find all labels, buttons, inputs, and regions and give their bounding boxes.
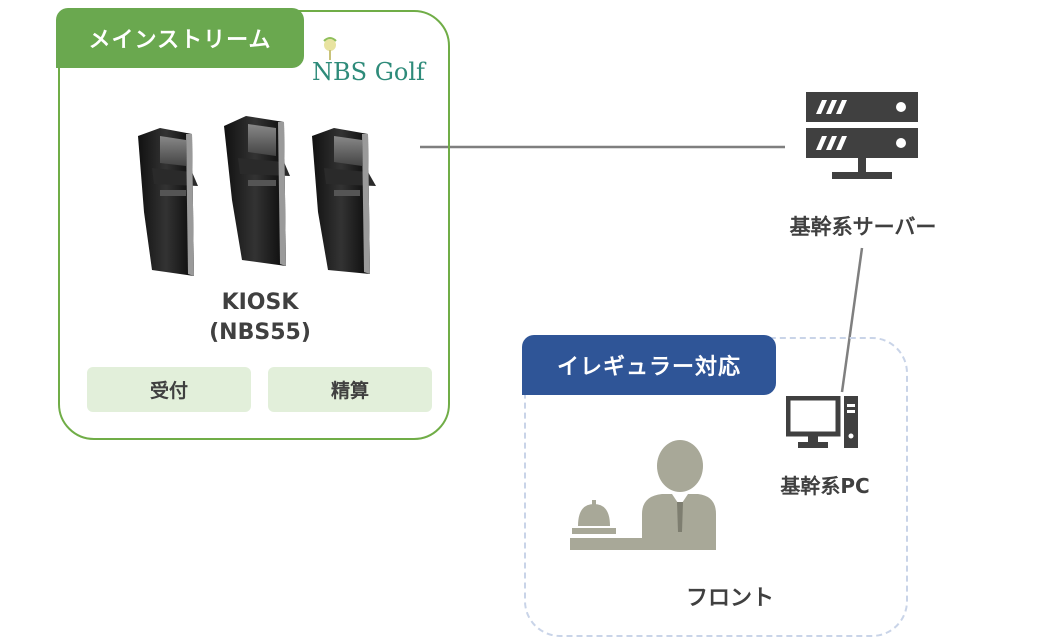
server-label: 基幹系サーバー xyxy=(789,215,937,239)
kiosk-2 xyxy=(224,116,290,266)
front-label: フロント xyxy=(685,586,774,611)
front-desk-icon xyxy=(570,440,716,550)
server-icon xyxy=(806,92,918,179)
kiosk-label-line1: KIOSK xyxy=(221,290,299,315)
reception-button[interactable]: 受付 xyxy=(87,367,251,412)
nbs-golf-logo: NBS Golf xyxy=(312,58,425,86)
checkout-button[interactable]: 精算 xyxy=(268,367,432,412)
golf-logo-icon xyxy=(323,37,337,60)
kiosk-machines-icon xyxy=(138,116,376,276)
kiosk-label-line2: (NBS55) xyxy=(209,320,311,345)
kiosk-1 xyxy=(138,128,198,276)
kiosk-3 xyxy=(312,128,376,274)
irregular-tag: イレギュラー対応 xyxy=(522,335,776,395)
mainstream-tag: メインストリーム xyxy=(56,8,304,68)
pc-icon xyxy=(786,396,858,448)
pc-label: 基幹系PC xyxy=(780,474,870,498)
server-pc-line xyxy=(840,247,864,393)
